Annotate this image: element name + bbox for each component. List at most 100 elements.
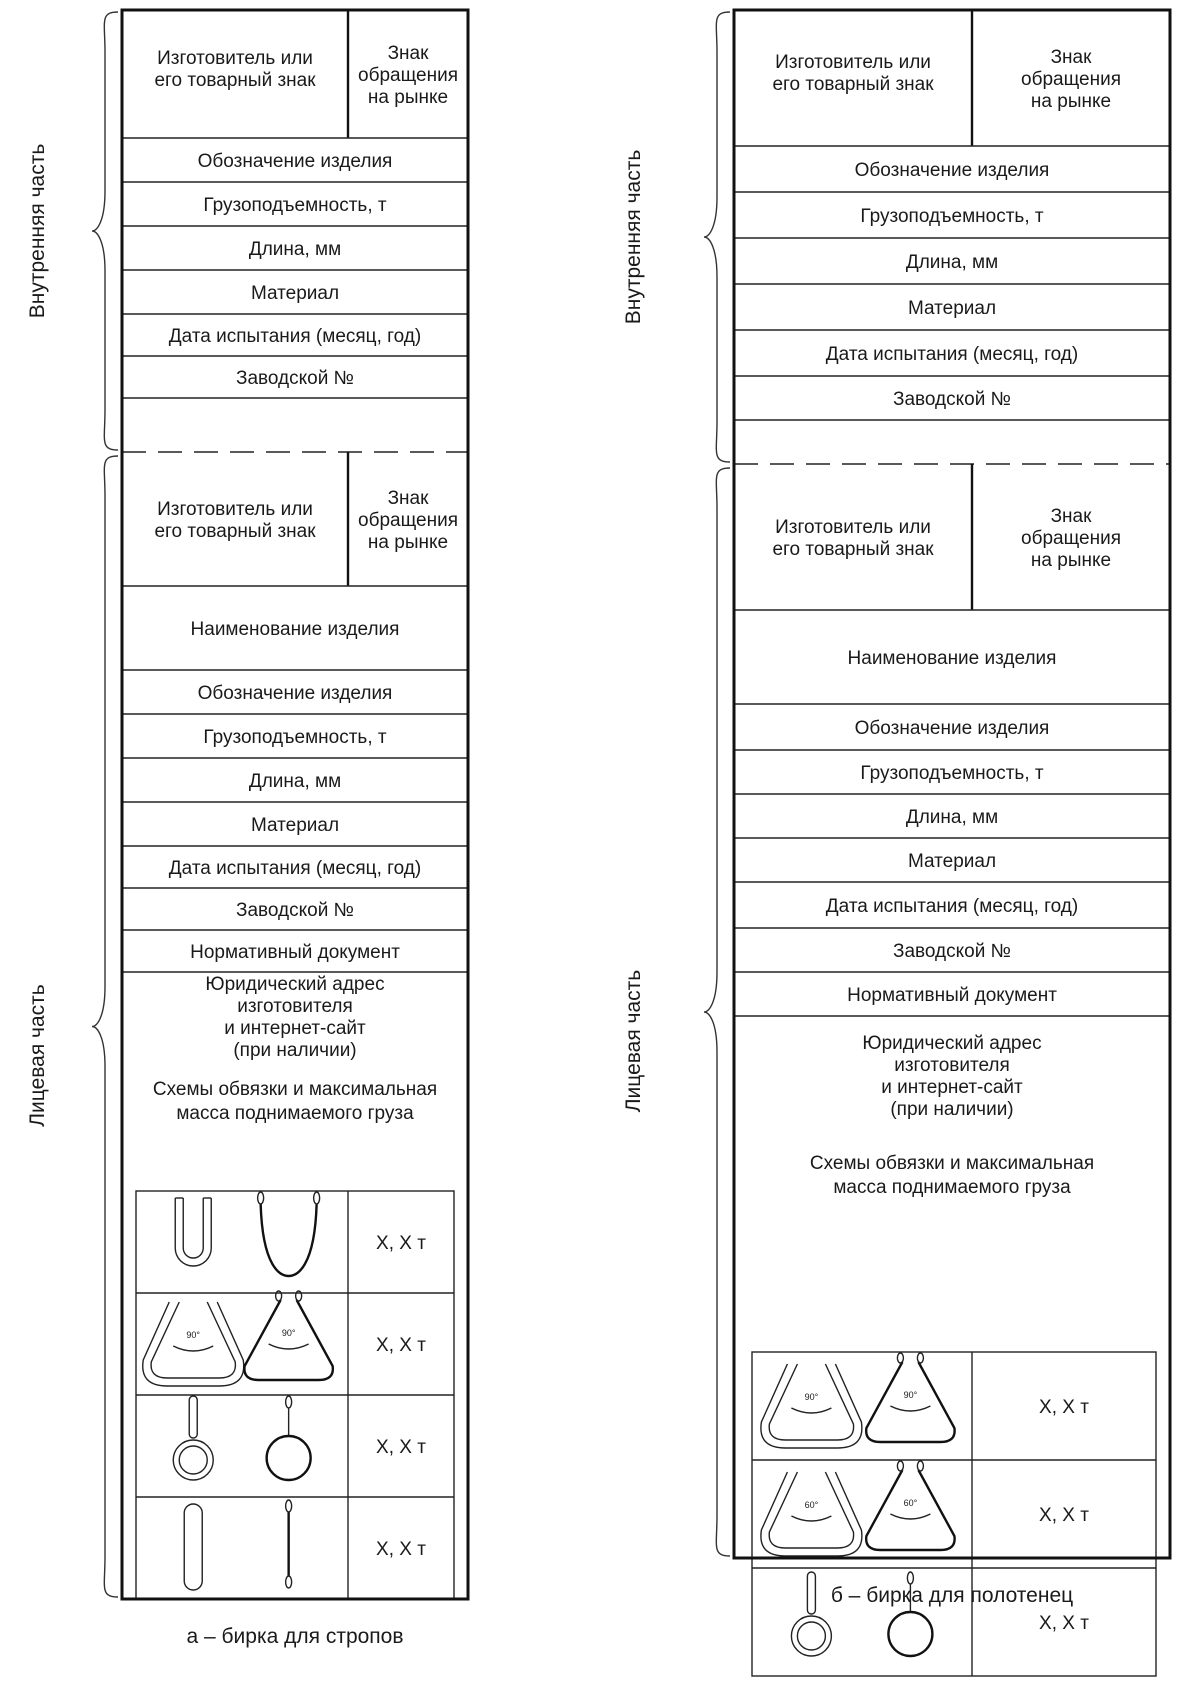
rope-body — [259, 1203, 318, 1278]
front-row-text-line: Юридический адрес — [205, 974, 384, 995]
front-row-text-line: Длина, мм — [249, 771, 341, 792]
front-row-text-line: Грузоподъемность, т — [860, 763, 1043, 784]
front-row-text-line: Обозначение изделия — [198, 683, 393, 704]
schemes-title-line: масса поднимаемого груза — [833, 1177, 1071, 1198]
front-row-text: Материал — [908, 851, 996, 872]
inner-part-label: Внутренняя часть — [622, 150, 645, 325]
market-mark-text-line: Знак — [388, 43, 430, 64]
front-row-text-line: Материал — [251, 815, 339, 836]
choke-rope-icon — [887, 1571, 934, 1658]
tag-caption: б – бирка для полотенец — [831, 1584, 1073, 1607]
load-value: Х, Х т — [1039, 1613, 1089, 1634]
angle-label: 90° — [904, 1390, 918, 1400]
manufacturer-text-line: его товарный знак — [154, 521, 316, 542]
front-row-text: Обозначение изделия — [198, 683, 393, 704]
sling-outline — [174, 1198, 212, 1267]
front-row-text-line: (при наличии) — [233, 1040, 356, 1061]
schemes-title-line: Схемы обвязки и максимальная — [153, 1079, 437, 1100]
inner-row-text-line: Материал — [908, 298, 996, 319]
front-row-text: Нормативный документ — [847, 985, 1057, 1006]
load-value-line: Х, Х т — [376, 1335, 426, 1356]
inner-part-brace — [703, 11, 731, 463]
rope-ring — [887, 1610, 934, 1658]
schemes-title-line: Схемы обвязки и максимальная — [810, 1153, 1094, 1174]
front-row-text: Обозначение изделия — [855, 718, 1050, 739]
inner-row-text-line: Обозначение изделия — [855, 160, 1050, 181]
tag-caption: а – бирка для стропов — [186, 1625, 403, 1648]
inner-row-text-line: Дата испытания (месяц, год) — [169, 326, 421, 347]
load-value-line: Х, Х т — [1039, 1397, 1089, 1418]
load-value: Х, Х т — [376, 1233, 426, 1254]
front-row-text-line: и интернет-сайт — [224, 1018, 366, 1039]
inner-row-text: Длина, мм — [906, 252, 998, 273]
front-part-brace — [703, 467, 731, 1557]
inner-row-text: Грузоподъемность, т — [203, 195, 386, 216]
sling-ring — [172, 1439, 214, 1481]
rigging-schemes-table: Х, Х т90°90°Х, Х тХ, Х тХ, Х т — [135, 1190, 455, 1600]
front-row-text-line: Грузоподъемность, т — [203, 727, 386, 748]
front-row-text: Грузоподъемность, т — [860, 763, 1043, 784]
tag-frame — [120, 8, 470, 1601]
manufacturer-text-line: его товарный знак — [772, 539, 934, 560]
choke-sling-icon — [172, 1395, 214, 1481]
angle-arc — [172, 1345, 214, 1352]
sling-outline — [768, 1363, 855, 1441]
rope-eye — [312, 1191, 321, 1205]
sling-ring-inner — [178, 1445, 208, 1475]
front-part-brace — [91, 455, 119, 1598]
angle-arc — [791, 1407, 832, 1414]
choke-rope-icon — [265, 1395, 312, 1482]
rope-eye — [274, 1290, 283, 1302]
sling-outer — [142, 1301, 245, 1387]
sling-tail — [806, 1571, 817, 1615]
angle-label: 90° — [282, 1328, 296, 1338]
inner-row-text: Длина, мм — [249, 239, 341, 260]
manufacturer-text-line: Изготовитель или — [157, 499, 313, 520]
load-value-line: Х, Х т — [376, 1539, 426, 1560]
rope-eye — [896, 1352, 905, 1364]
basket-rope-icon: 60° — [864, 1460, 956, 1552]
straight-rope-icon — [284, 1499, 293, 1589]
load-value-line: Х, Х т — [1039, 1613, 1089, 1634]
angle-label: 60° — [904, 1498, 918, 1508]
load-value: Х, Х т — [1039, 1397, 1089, 1418]
front-row-text-line: Материал — [908, 851, 996, 872]
front-row-text-line: Дата испытания (месяц, год) — [826, 896, 1078, 917]
load-value: Х, Х т — [376, 1539, 426, 1560]
rope-body — [864, 1469, 956, 1552]
rope-eye — [916, 1460, 925, 1472]
basket-rope-icon: 90° — [864, 1352, 956, 1444]
rope-body — [243, 1299, 335, 1382]
front-row-text: Дата испытания (месяц, год) — [826, 896, 1078, 917]
rope-loop-icon — [256, 1191, 321, 1278]
schemes-border — [751, 1351, 1157, 1677]
basket-sling-icon: 90° — [760, 1363, 863, 1449]
front-row-text-line: изготовителя — [237, 996, 353, 1017]
front-row-text-line: Наименование изделия — [191, 619, 400, 640]
inner-row-text: Дата испытания (месяц, год) — [826, 344, 1078, 365]
market-mark-text-line: обращения — [358, 510, 458, 531]
sling-ring-inner — [796, 1621, 827, 1651]
front-row-text: Длина, мм — [906, 807, 998, 828]
market-mark-text-line: на рынке — [368, 532, 448, 553]
rope-body — [864, 1361, 956, 1444]
load-value-line: Х, Х т — [1039, 1505, 1089, 1526]
angle-label: 60° — [805, 1500, 819, 1510]
inner-row-text: Грузоподъемность, т — [860, 206, 1043, 227]
front-row-text-line: Юридический адрес — [862, 1033, 1041, 1054]
market-mark-text-line: обращения — [1021, 69, 1121, 90]
angle-arc — [890, 1405, 931, 1412]
choke-sling-icon — [790, 1571, 833, 1657]
market-mark-text-line: Знак — [1051, 506, 1093, 527]
front-row-text-line: и интернет-сайт — [881, 1077, 1023, 1098]
schemes-title-line: масса поднимаемого груза — [176, 1103, 414, 1124]
front-row-text-line: Длина, мм — [906, 807, 998, 828]
sling-loop-icon — [174, 1197, 212, 1267]
market-mark-text-line: обращения — [1021, 528, 1121, 549]
basket-sling-icon: 90° — [142, 1301, 245, 1387]
